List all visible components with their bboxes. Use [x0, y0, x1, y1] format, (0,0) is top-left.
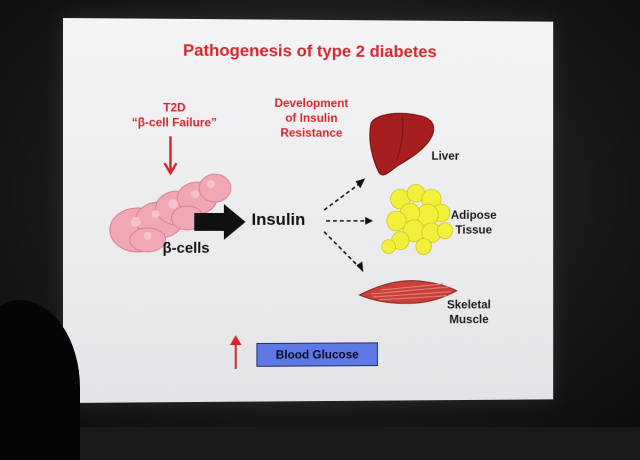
- muscle-label: Skeletal Muscle: [447, 298, 491, 328]
- adipose-icon: [381, 181, 459, 258]
- muscle-label-line2: Muscle: [447, 312, 491, 327]
- projection-screen: Pathogenesis of type 2 diabetes T2D “β-c…: [63, 18, 553, 403]
- beta-cells-label: β-cells: [163, 240, 210, 257]
- t2d-label-line2: “β-cell Failure”: [115, 115, 234, 130]
- t2d-label: T2D “β-cell Failure”: [115, 100, 234, 130]
- dashed-arrows: [322, 168, 381, 287]
- adipose-label: Adipose Tissue: [451, 208, 497, 238]
- liver-label: Liver: [431, 149, 459, 164]
- right-arrow-icon: [194, 204, 245, 240]
- resistance-line2: of Insulin: [257, 111, 365, 126]
- muscle-label-line1: Skeletal: [447, 298, 491, 313]
- insulin-label: Insulin: [251, 210, 305, 230]
- up-arrow-icon: [230, 335, 242, 369]
- insulin-resistance-label: Development of Insulin Resistance: [257, 96, 365, 141]
- adipose-label-line1: Adipose: [451, 208, 497, 223]
- t2d-label-line1: T2D: [115, 100, 234, 115]
- adipose-label-line2: Tissue: [451, 223, 497, 238]
- blood-glucose-box: Blood Glucose: [256, 342, 377, 366]
- resistance-line3: Resistance: [257, 126, 365, 141]
- resistance-line1: Development: [257, 96, 365, 111]
- muscle-icon: [359, 275, 456, 309]
- liver-icon: [367, 111, 437, 180]
- slide-title: Pathogenesis of type 2 diabetes: [63, 40, 553, 63]
